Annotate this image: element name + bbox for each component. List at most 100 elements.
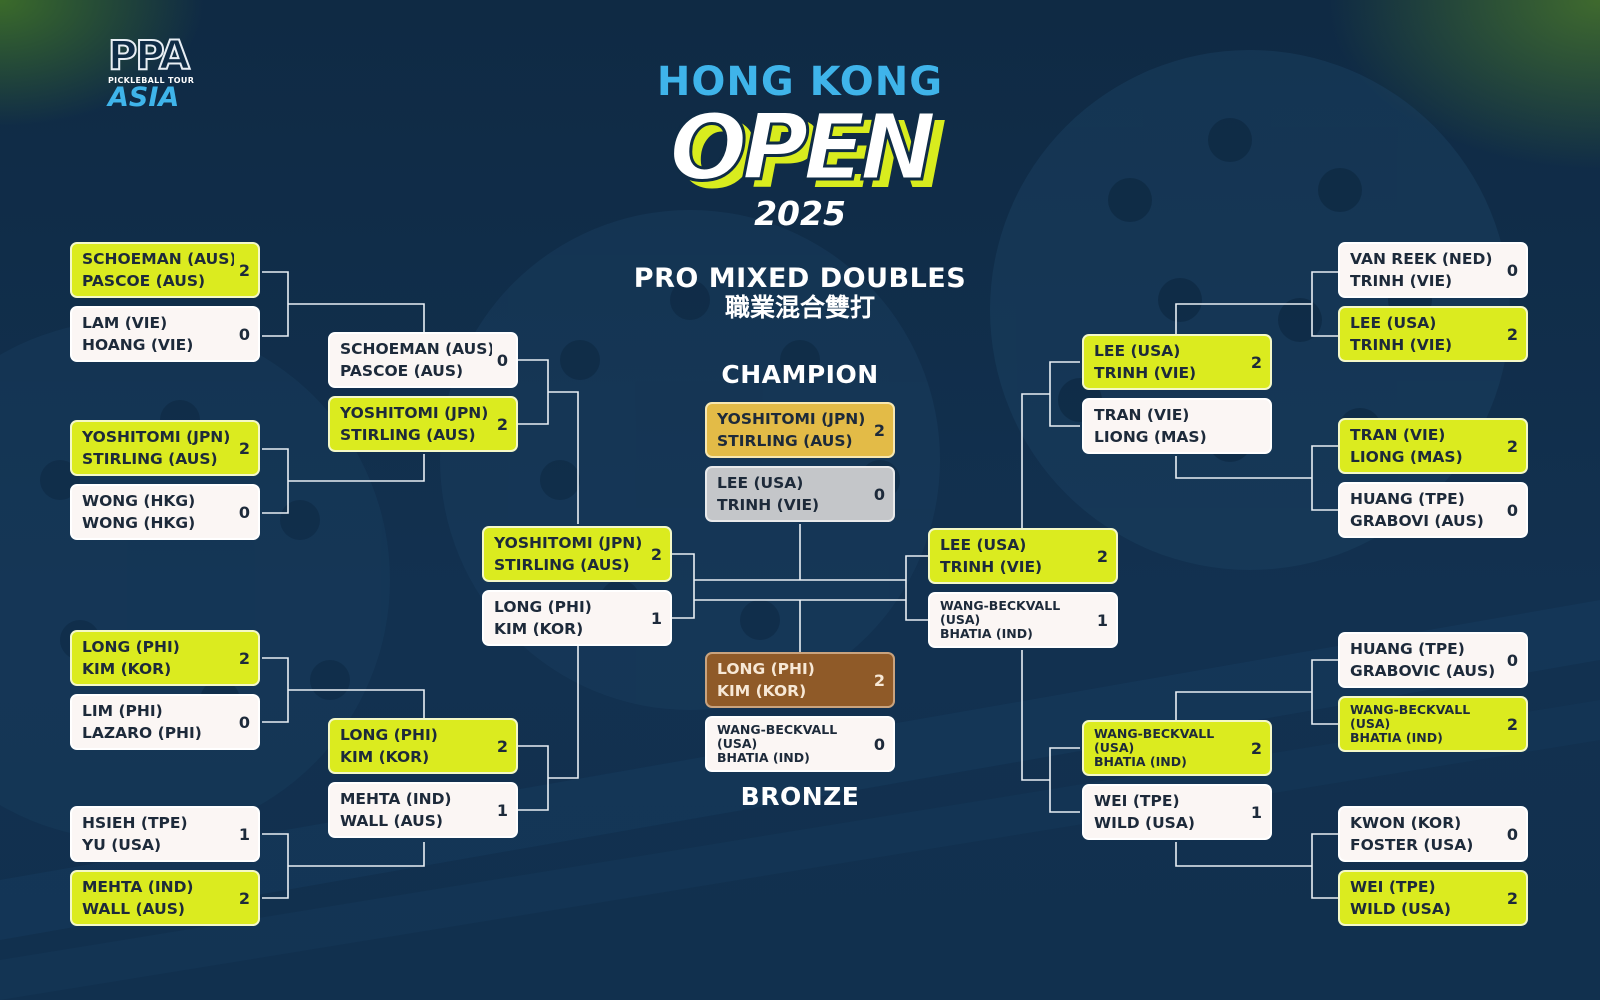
player-name: LEE (USA) bbox=[940, 536, 1027, 554]
match-score: 2 bbox=[873, 670, 885, 690]
fourth-place-team-box: WANG-BECKVALL(USA)BHATIA (IND) 0 bbox=[705, 716, 895, 772]
match-score: 0 bbox=[238, 324, 250, 344]
player-name: LEE (USA) bbox=[717, 474, 804, 492]
connector-line bbox=[518, 646, 579, 811]
player-name: BHATIA (IND) bbox=[1094, 754, 1187, 769]
match-score: 2 bbox=[496, 414, 508, 434]
team-box: SCHOEMAN (AUS)PASCOE (AUS) 2 bbox=[70, 242, 260, 298]
player-name: HUANG (TPE) bbox=[1350, 640, 1465, 658]
player-name: TRINH (VIE) bbox=[717, 496, 820, 514]
match-score: 0 bbox=[1506, 650, 1518, 670]
connector-line bbox=[518, 359, 579, 524]
player-name: LIONG (MAS) bbox=[1094, 428, 1207, 446]
match-score: 2 bbox=[1506, 888, 1518, 908]
connector-line bbox=[672, 553, 906, 619]
team-box: TRAN (VIE) LIONG (MAS) bbox=[1082, 398, 1272, 454]
logo-ppa: PPA bbox=[107, 33, 191, 79]
player-name: KIM (KOR) bbox=[340, 748, 430, 766]
player-name: WALL (AUS) bbox=[340, 812, 443, 830]
player-name: TRINH (VIE) bbox=[1350, 336, 1453, 354]
match-score: 2 bbox=[873, 420, 885, 440]
player-name: BHATIA (IND) bbox=[940, 626, 1033, 641]
connector-line bbox=[1175, 659, 1338, 725]
match-score: 2 bbox=[1506, 324, 1518, 344]
team-box: WANG-BECKVALL(USA)BHATIA (IND) 1 bbox=[928, 592, 1118, 648]
team-box: LONG (PHI) KIM (KOR) 2 bbox=[328, 718, 518, 774]
player-name: BHATIA (IND) bbox=[1350, 730, 1443, 745]
connector-line bbox=[262, 271, 425, 337]
team-box: KWON (KOR)FOSTER (USA) 0 bbox=[1338, 806, 1528, 862]
match-score: 1 bbox=[650, 608, 662, 628]
team-box: LONG (PHI) KIM (KOR) 2 bbox=[70, 630, 260, 686]
match-score: 2 bbox=[650, 544, 662, 564]
event-category: PRO MIXED DOUBLES 職業混合雙打 bbox=[580, 264, 1020, 322]
player-name: LEE (USA) bbox=[1350, 314, 1437, 332]
team-box: HSIEH (TPE)YU (USA) 1 bbox=[70, 806, 260, 862]
event-category-zh: 職業混合雙打 bbox=[724, 293, 875, 322]
player-name: GRABOVI (AUS) bbox=[1350, 512, 1484, 530]
player-name: WANG-BECKVALL bbox=[940, 599, 1061, 613]
team-box: LEE (USA)TRINH (VIE) 2 bbox=[1082, 334, 1272, 390]
match-score: 2 bbox=[496, 736, 508, 756]
player-name: LONG (PHI) bbox=[82, 638, 180, 656]
player-name: TRINH (VIE) bbox=[940, 558, 1043, 576]
match-score: 2 bbox=[238, 648, 250, 668]
team-box: TRAN (VIE) LIONG (MAS) 2 bbox=[1338, 418, 1528, 474]
team-box: MEHTA (IND)WALL (AUS) 2 bbox=[70, 870, 260, 926]
team-box: WEI (TPE)WILD (USA) 1 bbox=[1082, 784, 1272, 840]
player-name: WEI (TPE) bbox=[1350, 878, 1436, 896]
player-name: WONG (HKG) bbox=[82, 514, 196, 532]
team-box: LAM (VIE)HOANG (VIE) 0 bbox=[70, 306, 260, 362]
team-box: LONG (PHI)KIM (KOR) 1 bbox=[482, 590, 672, 646]
player-name: (USA) bbox=[717, 736, 758, 751]
title-open: OPEN bbox=[668, 94, 938, 201]
title-hong-kong: HONG KONG bbox=[656, 59, 944, 105]
match-score: 0 bbox=[1506, 824, 1518, 844]
player-name: SCHOEMAN (AUS) bbox=[340, 340, 492, 358]
team-box: YOSHITOMI (JPN) STIRLING (AUS) 2 bbox=[328, 396, 518, 452]
player-name: LIM (PHI) bbox=[82, 702, 163, 720]
player-name: TRINH (VIE) bbox=[1350, 272, 1453, 290]
player-name: YOSHITOMI (JPN) bbox=[717, 410, 866, 428]
player-name: SCHOEMAN (AUS) bbox=[82, 250, 234, 268]
player-name: (USA) bbox=[1350, 716, 1391, 731]
player-name: LAZARO (PHI) bbox=[82, 724, 202, 742]
player-name: FOSTER (USA) bbox=[1350, 836, 1474, 854]
player-name: (USA) bbox=[940, 612, 981, 627]
match-score: 2 bbox=[238, 260, 250, 280]
player-name: STIRLING (AUS) bbox=[340, 426, 476, 444]
player-name: TRAN (VIE) bbox=[1350, 426, 1446, 444]
connector-line bbox=[905, 555, 928, 621]
match-score: 1 bbox=[496, 800, 508, 820]
bronze-label: BRONZE bbox=[740, 782, 860, 811]
team-box: WEI (TPE)WILD (USA) 2 bbox=[1338, 870, 1528, 926]
team-box: WONG (HKG)WONG (HKG) 0 bbox=[70, 484, 260, 540]
match-score: 0 bbox=[238, 712, 250, 732]
match-score: 2 bbox=[1506, 436, 1518, 456]
match-score: 2 bbox=[1250, 352, 1262, 372]
champion-label: CHAMPION bbox=[721, 360, 879, 389]
player-name: (USA) bbox=[1094, 740, 1135, 755]
match-score: 0 bbox=[873, 734, 885, 754]
event-category-en: PRO MIXED DOUBLES bbox=[633, 263, 967, 294]
match-score: 2 bbox=[1096, 546, 1108, 566]
title-year: 2025 bbox=[754, 194, 846, 233]
match-score: 1 bbox=[1250, 802, 1262, 822]
player-name: LONG (PHI) bbox=[340, 726, 438, 744]
match-score: 2 bbox=[238, 888, 250, 908]
team-box: HUANG (TPE)GRABOVIC (AUS) 0 bbox=[1338, 632, 1528, 688]
match-score: 2 bbox=[1250, 738, 1262, 758]
match-score: 0 bbox=[1506, 500, 1518, 520]
player-name: KIM (KOR) bbox=[82, 660, 172, 678]
team-box: HUANG (TPE)GRABOVI (AUS) 0 bbox=[1338, 482, 1528, 538]
match-score: 0 bbox=[873, 484, 885, 504]
player-name: YOSHITOMI (JPN) bbox=[340, 404, 489, 422]
player-name: STIRLING (AUS) bbox=[82, 450, 218, 468]
player-name: KIM (KOR) bbox=[717, 682, 807, 700]
player-name: LEE (USA) bbox=[1094, 342, 1181, 360]
player-name: VAN REEK (NED) bbox=[1350, 250, 1493, 268]
player-name: TRAN (VIE) bbox=[1094, 406, 1190, 424]
player-name: HOANG (VIE) bbox=[82, 336, 194, 354]
player-name: LIONG (MAS) bbox=[1350, 448, 1463, 466]
team-box: LEE (USA) TRINH (VIE) 2 bbox=[928, 528, 1118, 584]
